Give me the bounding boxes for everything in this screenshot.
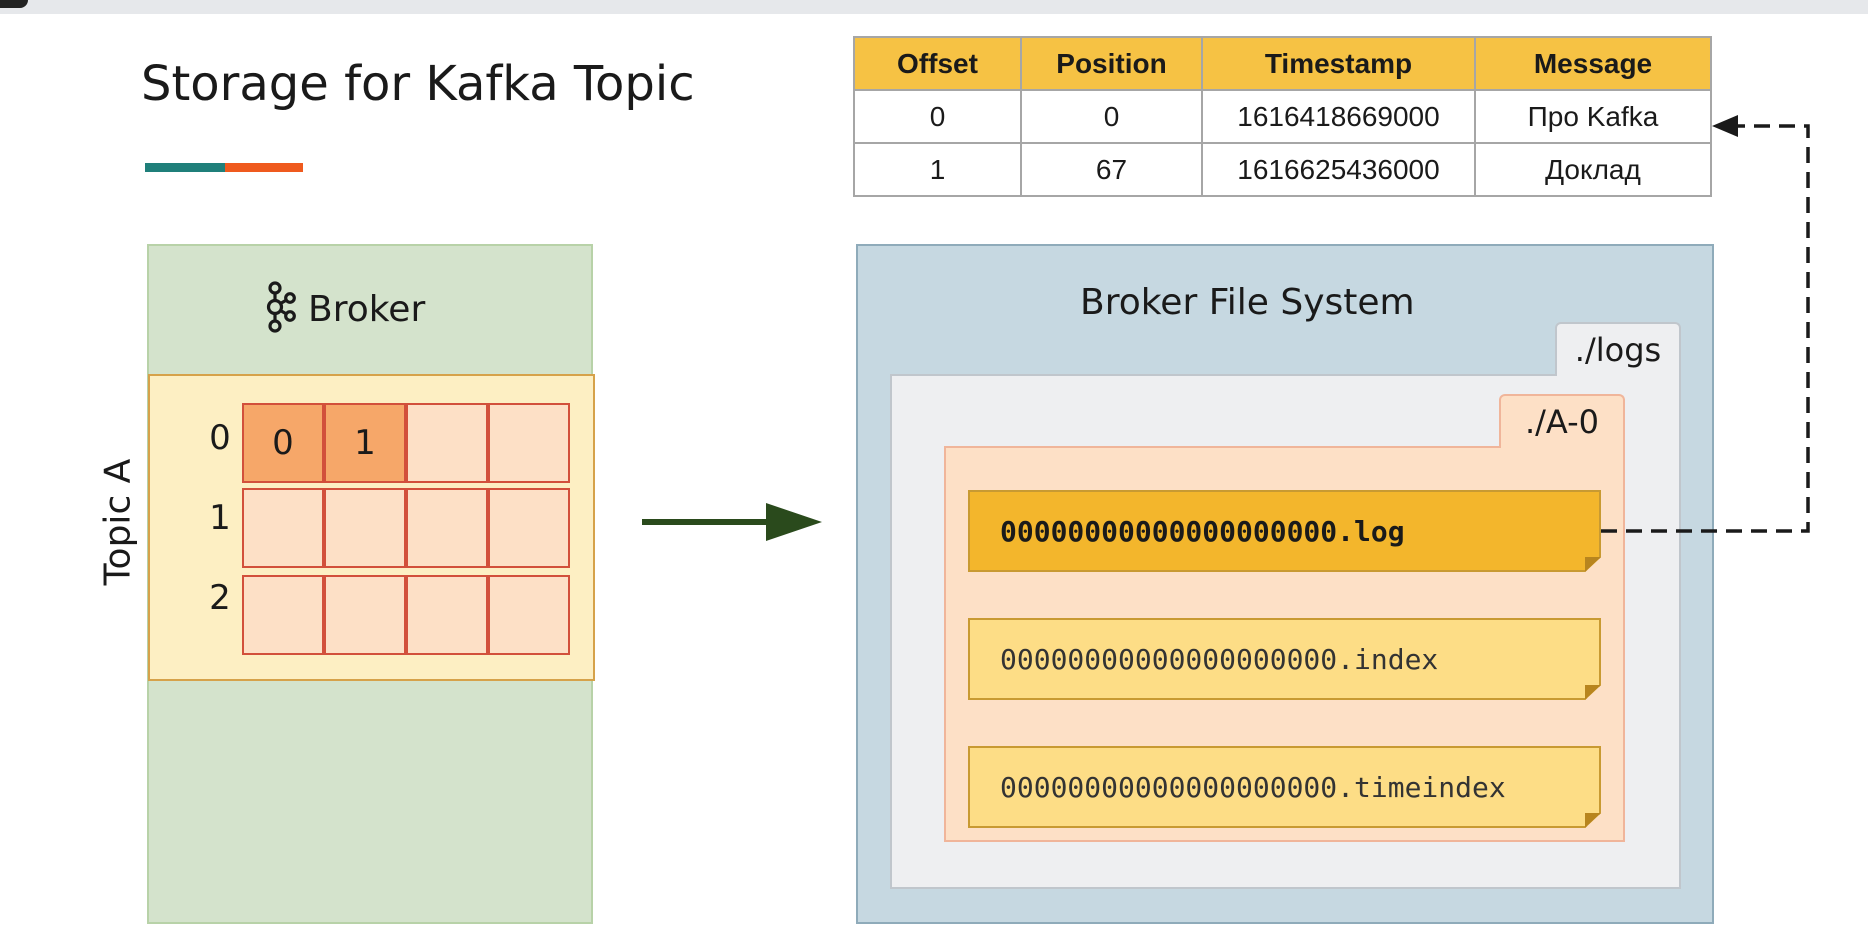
table-cell: Про Kafka	[1474, 89, 1712, 144]
partition-label: 1	[209, 498, 231, 538]
top-bar-mark	[0, 0, 28, 8]
flow-arrow	[642, 503, 822, 541]
table-cell: 0	[853, 89, 1022, 144]
partition-cell	[406, 403, 488, 483]
partition-cell	[406, 488, 488, 568]
broker-header: Broker	[262, 281, 426, 337]
file-system-title: Broker File System	[1080, 282, 1415, 323]
topic-label: Topic A	[97, 458, 139, 586]
column-header-message: Message	[1474, 36, 1712, 91]
column-header-timestamp: Timestamp	[1201, 36, 1476, 91]
partition-cell	[242, 575, 324, 655]
kafka-logo-icon	[262, 281, 296, 337]
table-cell: 67	[1020, 142, 1203, 197]
table-cell: 1	[853, 142, 1022, 197]
partition-folder-tab[interactable]: ./A-0	[1499, 394, 1625, 448]
title-accent-orange	[225, 163, 303, 172]
partition-cell	[488, 575, 570, 655]
column-header-position: Position	[1020, 36, 1203, 91]
table-header-row: Offset Position Timestamp Message	[853, 36, 1712, 91]
partition-cell	[488, 488, 570, 568]
partition-label: 0	[209, 418, 231, 458]
broker-label: Broker	[308, 288, 426, 330]
partition-cell	[488, 403, 570, 483]
table-cell: 0	[1020, 89, 1203, 144]
partition-cell	[324, 488, 406, 568]
partition-cell: 1	[324, 403, 406, 483]
partition-cell: 0	[242, 403, 324, 483]
index-file[interactable]: 00000000000000000000.index	[968, 618, 1601, 700]
table-cell: 1616418669000	[1201, 89, 1476, 144]
table-row: 1 67 1616625436000 Доклад	[853, 142, 1712, 197]
slide-title: Storage for Kafka Topic	[141, 56, 695, 112]
table-cell: 1616625436000	[1201, 142, 1476, 197]
partition-cell	[242, 488, 324, 568]
column-header-offset: Offset	[853, 36, 1022, 91]
title-accent-teal	[145, 163, 225, 172]
partition-label: 2	[209, 578, 231, 618]
table-row: 0 0 1616418669000 Про Kafka	[853, 89, 1712, 144]
logs-folder-tab[interactable]: ./logs	[1555, 322, 1681, 376]
timeindex-file[interactable]: 00000000000000000000.timeindex	[968, 746, 1601, 828]
offset-table: Offset Position Timestamp Message 0 0 16…	[853, 36, 1712, 197]
table-cell: Доклад	[1474, 142, 1712, 197]
log-file[interactable]: 00000000000000000000.log	[968, 490, 1601, 572]
partition-cell	[406, 575, 488, 655]
partition-cell	[324, 575, 406, 655]
top-bar	[0, 0, 1868, 14]
